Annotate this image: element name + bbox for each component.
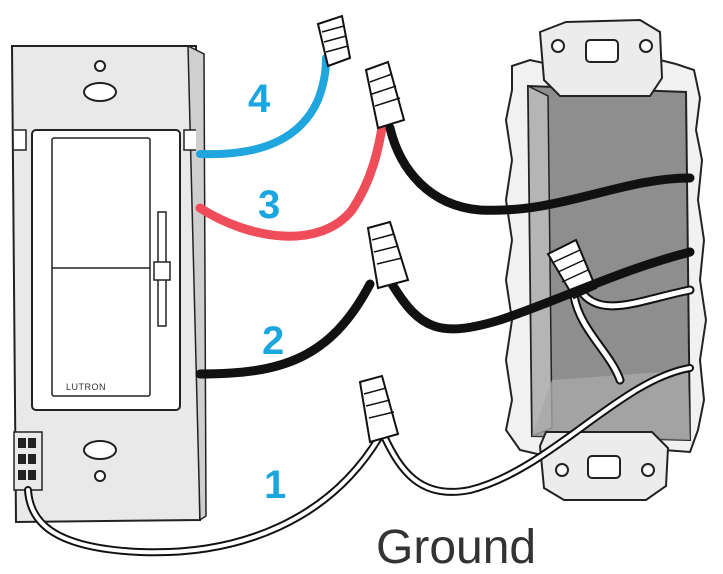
box-side-shade: [527, 84, 553, 438]
dimmer-rocker: [51, 137, 151, 397]
blue-wire: [196, 54, 330, 159]
box-top-hole-left: [551, 39, 565, 53]
step-label-3: 3: [258, 183, 280, 227]
box-bottom-hole-right: [641, 463, 655, 477]
wire-nut-ground: [358, 374, 400, 444]
black-wire-from-box: [387, 247, 695, 334]
slider-knob: [153, 261, 171, 281]
electrical-box: [504, 18, 708, 501]
brand-label: LUTRON: [66, 382, 106, 392]
box-bottom-slot: [587, 455, 621, 479]
black-wire-to-red-nut: [385, 123, 695, 215]
notch-left-top: [14, 129, 27, 151]
wall-plate-side: [187, 44, 207, 522]
step-labels: 4 3 2 1: [248, 77, 286, 507]
box-top-slot: [585, 39, 619, 63]
bottom-screw-hole: [83, 440, 117, 460]
ground-label: Ground: [376, 521, 536, 574]
black-wire-from-dimmer: [195, 279, 375, 379]
wire-nut-blue: [316, 14, 352, 68]
box-top-hole-right: [639, 39, 653, 53]
step-label-2: 2: [262, 319, 284, 363]
ground-screw-tab: [13, 431, 43, 491]
top-screw-hole: [83, 82, 117, 102]
wire-nut-black: [366, 220, 410, 290]
notch-right-top: [183, 129, 196, 151]
wire-nut-red: [364, 60, 406, 130]
step-label-1: 1: [264, 463, 286, 507]
step-label-4: 4: [248, 77, 271, 121]
bottom-screw-dot: [94, 470, 106, 482]
box-bottom-hole-left: [555, 463, 569, 477]
dimmer-switch: LUTRON: [10, 44, 207, 524]
top-screw-dot: [94, 60, 106, 72]
wires: [24, 54, 695, 557]
red-wire: [195, 123, 387, 241]
neutral-wires: [569, 285, 695, 385]
